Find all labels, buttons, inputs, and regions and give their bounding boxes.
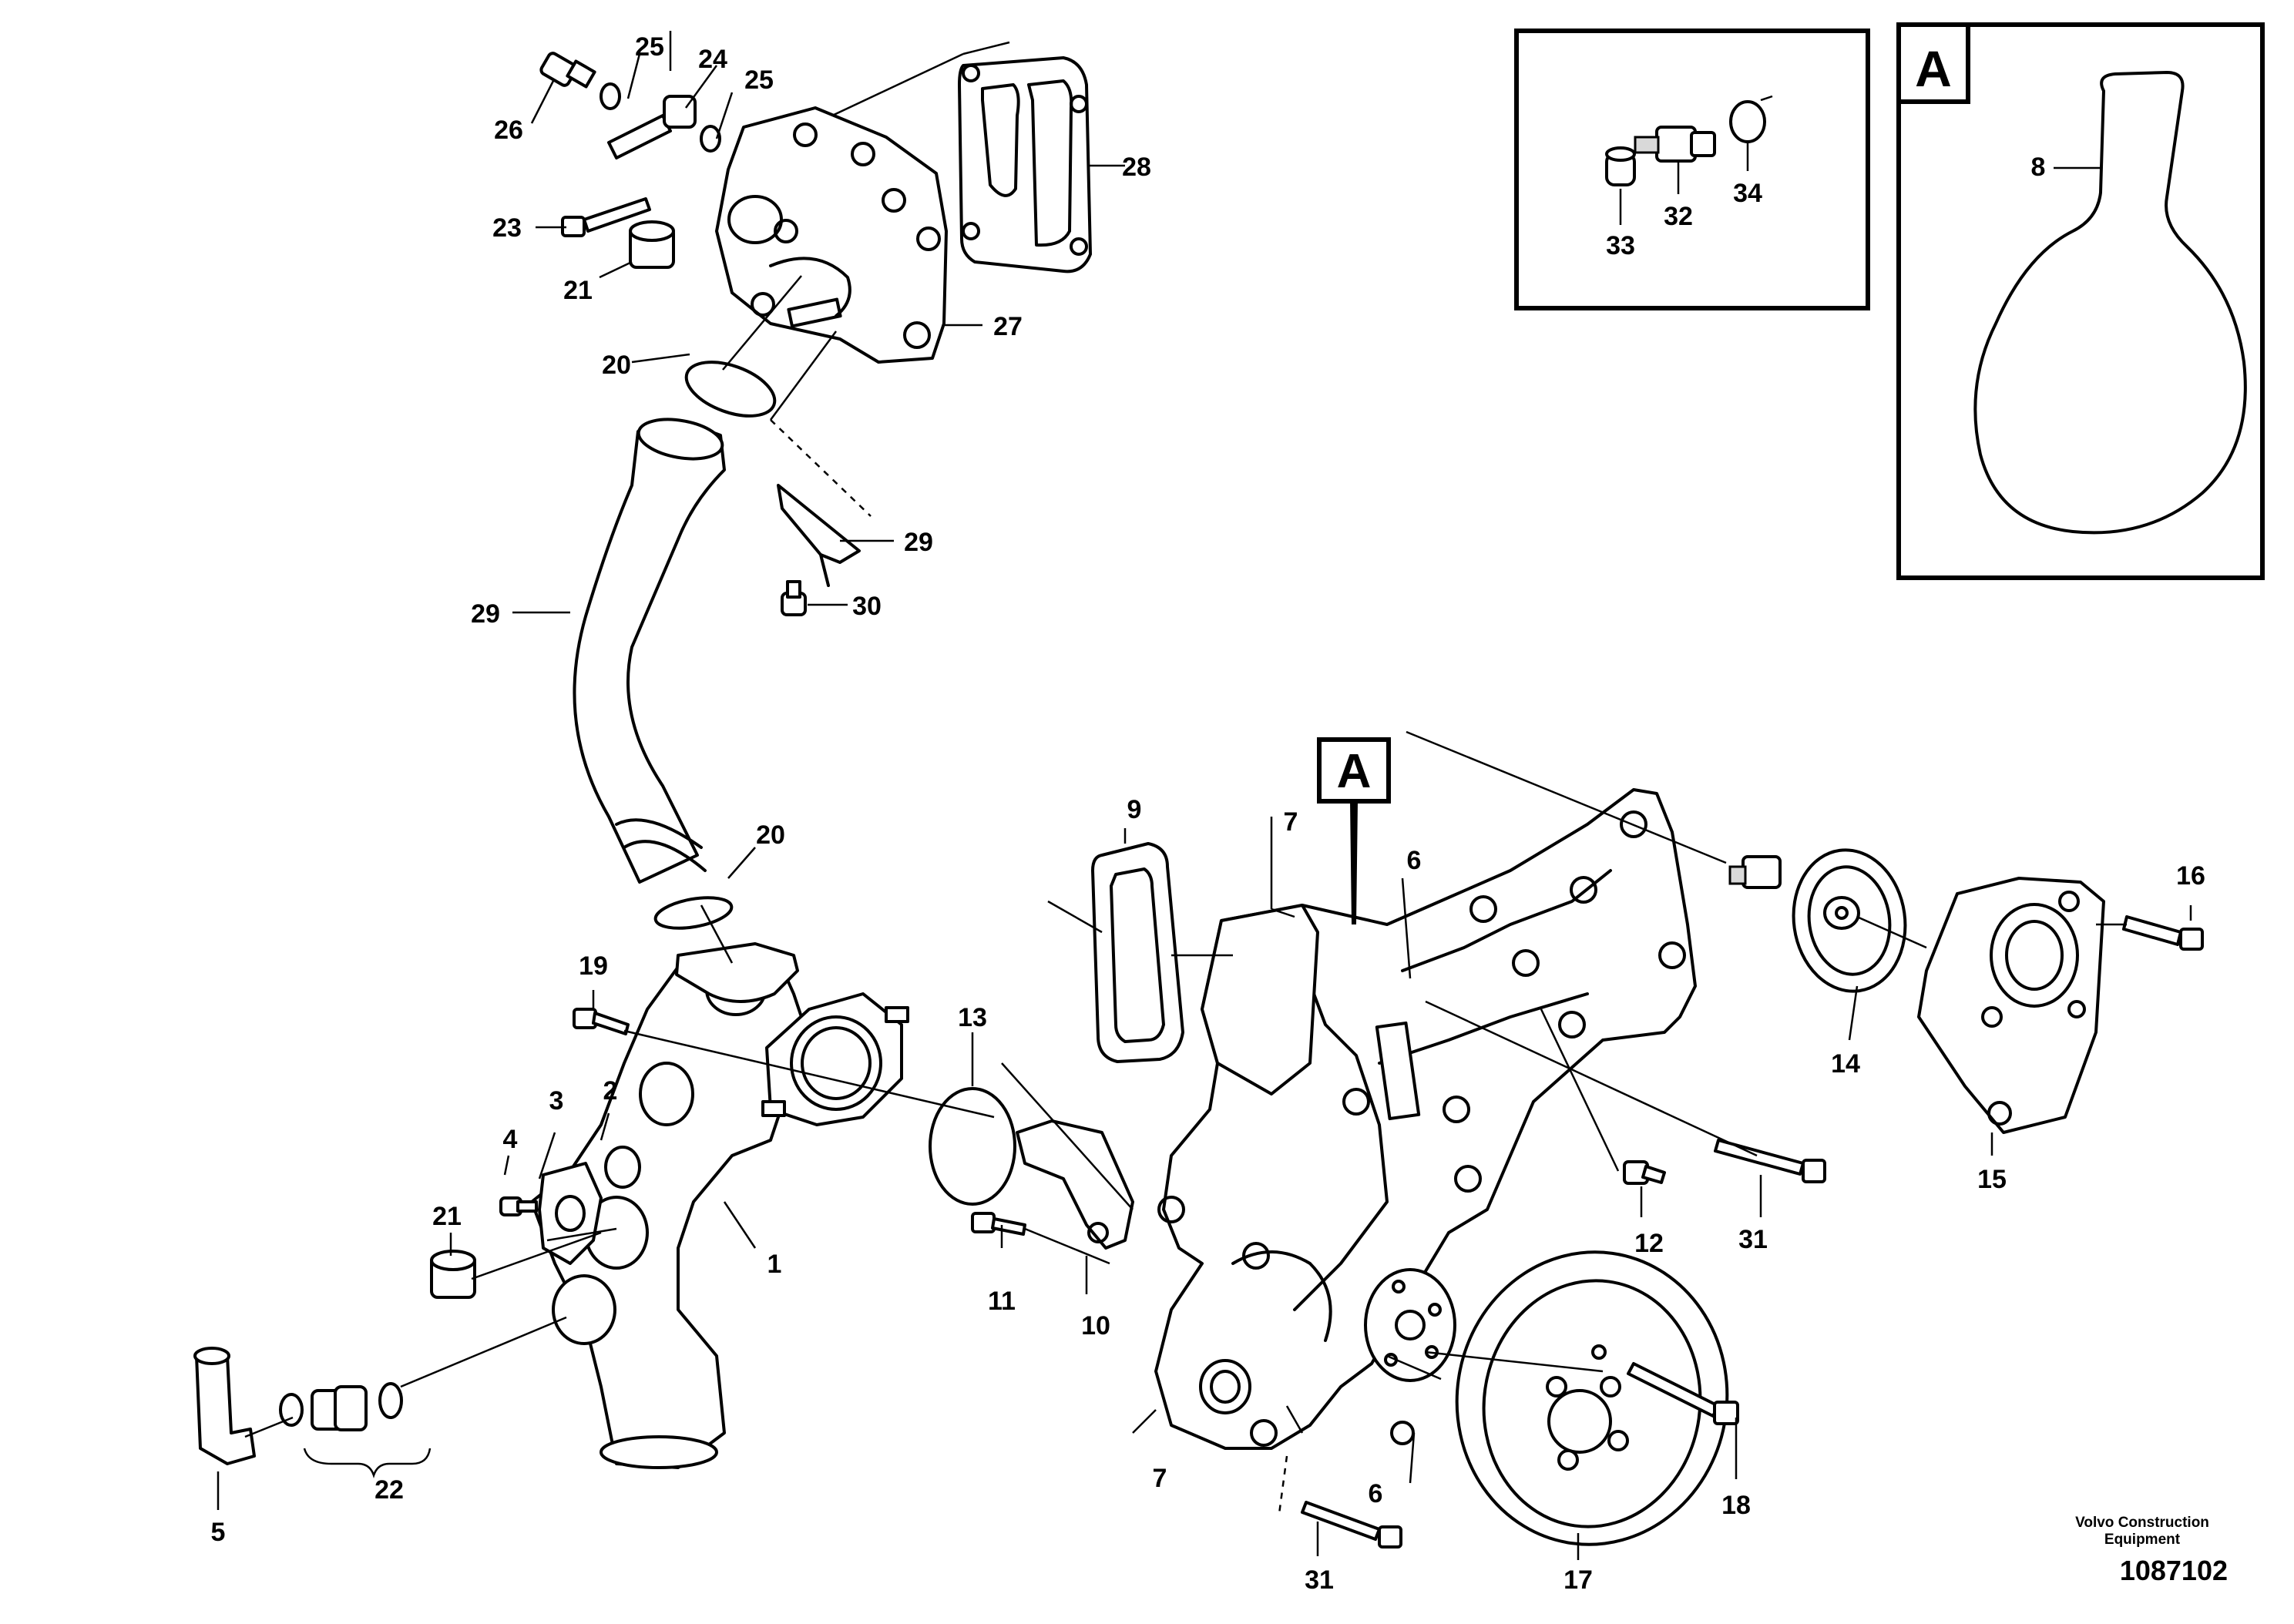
bolt-12 <box>1623 1160 1666 1185</box>
figure-number: 1087102 <box>2119 1555 2228 1586</box>
callout-8: 8 <box>2031 153 2046 182</box>
callout-23: 23 <box>492 213 522 243</box>
view-marker-a-label: A <box>1337 745 1372 798</box>
seal-ring-34 <box>1729 100 1766 143</box>
washer-25-mid <box>700 125 721 153</box>
bolt-18 <box>1627 1362 1739 1425</box>
thermostat-14 <box>1728 848 1907 993</box>
seal-ring-20-lower <box>653 896 734 930</box>
leader-lines <box>217 31 2192 1560</box>
bolt-19 <box>573 1008 630 1035</box>
callout-20-lower: 20 <box>756 820 785 850</box>
screw-4 <box>499 1196 538 1216</box>
callout-17: 17 <box>1563 1565 1593 1595</box>
pipe-elbow-top <box>675 942 799 1003</box>
detail-box-a-label: A <box>1915 40 1952 97</box>
callout-9: 9 <box>1127 795 1142 824</box>
callout-14: 14 <box>1831 1049 1860 1079</box>
o-ring-13 <box>929 1087 1016 1206</box>
callout-31-bottom: 31 <box>1305 1565 1334 1595</box>
callout-12: 12 <box>1634 1229 1664 1258</box>
callout-13: 13 <box>958 1003 987 1032</box>
callout-30: 30 <box>852 592 882 621</box>
callout-1: 1 <box>767 1250 782 1279</box>
fitting-24 <box>607 95 697 159</box>
callout-22: 22 <box>374 1475 404 1505</box>
callout-5: 5 <box>211 1518 226 1547</box>
callout-18: 18 <box>1721 1491 1751 1520</box>
screw-30 <box>781 580 807 616</box>
callout-29-hose: 29 <box>471 599 500 629</box>
bracket-10 <box>1016 1119 1134 1250</box>
connector-kit-22 <box>279 1382 432 1478</box>
gasket-28 <box>958 56 1092 273</box>
callout-20-top: 20 <box>602 351 631 380</box>
publisher-credit: Volvo Construction Equipment <box>2054 1515 2231 1549</box>
elbow-fitting-5 <box>193 1347 256 1465</box>
callout-2: 2 <box>603 1076 618 1106</box>
clip-29 <box>777 484 861 587</box>
outlet-housing-15 <box>1917 877 2105 1134</box>
publisher-line-1: Volvo Construction <box>2075 1515 2209 1531</box>
callout-28: 28 <box>1122 153 1151 182</box>
callout-27: 27 <box>993 312 1023 341</box>
callout-7-top: 7 <box>1284 807 1298 837</box>
pulley-17 <box>1455 1250 1729 1546</box>
callout-19: 19 <box>579 951 608 981</box>
sensor-32 <box>1634 126 1716 163</box>
gasket-9 <box>1091 842 1184 1063</box>
o-ring-2 <box>604 1146 641 1189</box>
callout-labels: 26 25 24 25 23 21 20 27 28 29 30 29 20 1… <box>211 32 2205 1595</box>
callout-25-top: 25 <box>635 32 664 62</box>
bolt-26 <box>539 52 596 89</box>
callout-25-mid: 25 <box>744 65 774 95</box>
thermostat-housing-27 <box>715 106 948 364</box>
plug-33 <box>1605 146 1636 186</box>
callout-26: 26 <box>494 116 523 145</box>
callout-3: 3 <box>549 1086 564 1116</box>
pump-hub <box>1364 1268 1456 1382</box>
callout-21-top: 21 <box>563 276 593 305</box>
bolt-11 <box>971 1212 1026 1236</box>
callout-15: 15 <box>1977 1165 2007 1194</box>
coolant-hose-29 <box>573 418 726 884</box>
callout-10: 10 <box>1081 1311 1110 1340</box>
bolt-31-bottom <box>1301 1501 1402 1549</box>
callout-6-top: 6 <box>1407 846 1422 875</box>
view-marker-a: A <box>1317 737 1391 924</box>
publisher-line-2: Equipment <box>2104 1532 2181 1548</box>
callout-11: 11 <box>988 1287 1016 1316</box>
callout-32: 32 <box>1664 202 1693 231</box>
washer-25-top <box>600 82 621 110</box>
callout-31-right: 31 <box>1738 1225 1768 1254</box>
gasket-8 <box>1973 71 2247 535</box>
callout-33: 33 <box>1606 231 1635 260</box>
bolt-16 <box>2122 915 2204 951</box>
callout-4: 4 <box>503 1125 518 1154</box>
plug-21-top <box>629 220 675 269</box>
callout-6-bottom: 6 <box>1369 1479 1383 1508</box>
detail-box-a: A <box>1896 22 2265 580</box>
detail-box-sensor <box>1514 29 1870 310</box>
bolt-23 <box>561 197 651 237</box>
seal-ring-20-top <box>684 361 777 418</box>
bolt-31-right <box>1714 1139 1826 1183</box>
cover-plate <box>1201 904 1319 1096</box>
callout-21-left: 21 <box>432 1202 462 1231</box>
callout-24: 24 <box>698 45 727 74</box>
callout-16: 16 <box>2176 861 2205 891</box>
callout-34: 34 <box>1733 179 1762 208</box>
callout-29-clip: 29 <box>904 528 933 557</box>
plug-21-left <box>430 1250 476 1299</box>
callout-7-bottom: 7 <box>1153 1464 1167 1493</box>
